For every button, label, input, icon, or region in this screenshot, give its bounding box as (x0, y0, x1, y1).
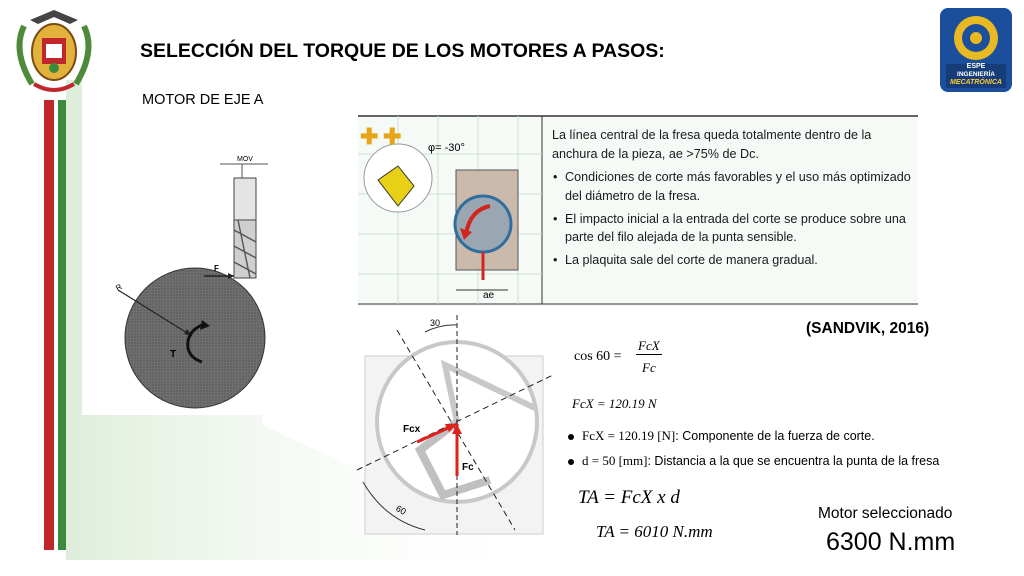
sandvik-bullet: El impacto inicial a la entrada del cort… (552, 210, 918, 248)
coat-of-arms-logo (16, 10, 92, 92)
bullet-dot (568, 433, 574, 440)
angle-top-label: 30 (430, 318, 441, 328)
torque-formula: TA = FcX x d (578, 487, 680, 508)
sandvik-text: La línea central de la fresa queda total… (552, 126, 918, 274)
logo-text-mecatronica: MECATRÓNICA (950, 79, 1002, 86)
width-label: ae (483, 290, 495, 301)
cos-equation-lhs: cos 60 = (574, 349, 622, 364)
fcx-value-equation: FcX = 120.19 N (572, 396, 657, 411)
workpiece-disc (124, 267, 266, 409)
definition-d: d = 50 [mm]: Distancia a la que se encue… (568, 453, 939, 469)
mov-label: MOV (237, 156, 253, 163)
logo-text-ingenieria: INGENIERÍA (957, 71, 995, 78)
espe-mecatronica-logo (940, 8, 1012, 92)
sandvik-bullet: La plaquita sale del corte de manera gra… (552, 251, 918, 270)
selected-motor-value: 6300 N.mm (826, 528, 956, 556)
angle-label: φ= -30° (428, 142, 465, 154)
bullet-dot (568, 458, 574, 465)
definition-symbol: FcX = 120.19 [N] (582, 428, 676, 443)
sandvik-intro: La línea central de la fresa queda total… (552, 128, 872, 161)
cos-equation-denominator: Fc (642, 360, 656, 375)
torque-result: TA = 6010 N.mm (596, 522, 713, 541)
force-decomposition-diagram (356, 315, 555, 535)
definition-text: : Distancia a la que se encuentra la pun… (647, 454, 940, 468)
sandvik-panel-frame (358, 115, 918, 305)
highlight-cross-icon: ✚ (360, 124, 379, 149)
selected-motor-label: Motor seleccionado (818, 505, 953, 522)
highlight-cross-icon: ✚ (383, 124, 402, 149)
radius-line (117, 289, 193, 337)
torque-label: T (170, 349, 177, 360)
sandvik-bullet: Condiciones de corte más favorables y el… (552, 168, 918, 206)
definition-fcx: FcX = 120.19 [N]: Componente de la fuerz… (568, 428, 875, 444)
section-label: MOTOR DE EJE A (142, 92, 264, 108)
citation: (SANDVIK, 2016) (806, 320, 930, 337)
logo-text-espe: ESPE (966, 63, 986, 70)
cos-equation-numerator: FcX (636, 338, 662, 355)
end-mill-shank (233, 177, 257, 221)
flag-stripe-white (54, 100, 58, 550)
fcx-label: Fcx (403, 424, 421, 435)
slide-title: SELECCIÓN DEL TORQUE DE LOS MOTORES A PA… (140, 40, 665, 62)
torque-arrow (186, 323, 203, 364)
definition-symbol: d = 50 [mm] (582, 453, 648, 468)
end-mill-flutes (233, 219, 257, 279)
flag-stripe-green (58, 100, 66, 550)
sandvik-bullet-list: Condiciones de corte más favorables y el… (552, 168, 918, 270)
fc-label: Fc (462, 462, 474, 473)
force-label: F (214, 264, 219, 273)
sandvik-cutter (453, 194, 513, 254)
milling-tool-diagram (117, 163, 268, 409)
flag-stripe-red (44, 100, 54, 550)
definition-text: : Componente de la fuerza de corte. (675, 429, 875, 443)
